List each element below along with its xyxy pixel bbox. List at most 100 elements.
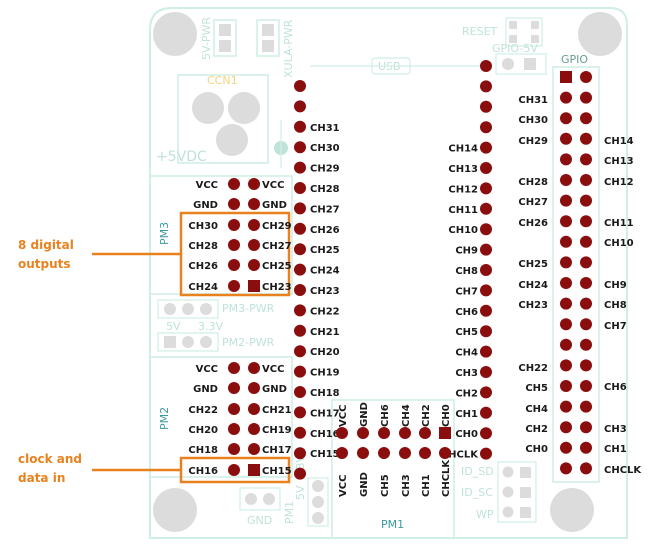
xula-right-pad [480,284,492,297]
id-pad-3 [502,486,514,498]
pm1-bottom-label: GND [359,472,370,497]
gpio-right-label: CH11 [604,218,634,229]
xula-right-pad [480,121,492,134]
xula-left-pad [294,141,306,154]
gnd-pad-1 [245,493,257,505]
digital-outputs-line1: 8 digital [18,238,74,252]
xula-left-pad [294,161,306,174]
pm2-right-label: CH21 [262,405,292,416]
xula-right-label: CH5 [455,327,478,338]
pm2-right-pad [248,403,260,415]
xula-right-label: CH11 [448,205,478,216]
xula-right-label: CH13 [448,164,478,175]
xula-right-pad [480,80,492,93]
xula-left-pad [294,182,306,194]
xula-left-pad [294,324,306,337]
clock-data-line2: data in [18,471,66,485]
xula-left-label: CH23 [310,286,340,297]
gpio-left-pad [560,174,572,186]
pm2-left-pad [228,382,240,394]
pm3-left-pad [228,219,240,231]
gpio-left-label: CH27 [518,197,548,208]
id-pad-5 [502,506,514,518]
gpio-right-label: CH14 [604,136,634,147]
pm3-right-pad [248,280,260,292]
jumper-xula-pad-b [262,40,274,52]
gpio-left-pad [560,421,572,434]
gpio-right-pad [580,380,592,392]
xula-left-pad [294,80,306,92]
gpio-left-pad [560,71,572,83]
plus5vdc-label: +5VDC [156,149,207,165]
gpio-left-label: CH5 [525,383,548,394]
xula-left-label: CH24 [310,266,340,277]
pm2-right-pad [248,443,260,455]
gpio-5v-pad-1 [502,58,514,70]
top-left-pwr-label: 5V-PWR [200,17,213,60]
pm2-label: PM2 [158,407,171,430]
xula-left-pad [294,263,306,276]
xula-right-pad [480,345,492,358]
pm2-left-label: CH18 [188,445,218,456]
xula-left-pad [294,467,306,480]
pm3-right-pad [248,239,260,251]
ccn1-pad-1 [192,92,224,124]
xula-right-pad [480,60,492,72]
pm1-pwr-pad-1 [312,480,324,492]
xula-right-label: CH8 [455,266,478,277]
mounting-hole-top-right [578,12,622,56]
gpio-right-pad [580,112,592,125]
id-pad-6 [520,507,531,518]
reset-pad-4 [531,35,539,43]
clock-data-annotation: clock and data in [18,450,82,488]
pm3-right-pad [248,178,260,190]
pm1-top-label: GND [359,402,370,427]
xula-right-label: CH1 [455,409,478,420]
ccn1-outline [177,74,269,164]
xula-right-label: CH6 [455,307,478,318]
pm1-pwr-pad-2 [312,496,324,508]
gpio-right-pad [580,400,592,413]
mounting-hole-bottom-left [153,488,197,532]
pm1-top-label: CH0 [441,404,452,427]
xula-right-label: CH4 [455,348,478,359]
pm2-right-label: CH19 [262,425,292,436]
reset-pad-1 [509,21,517,29]
pm1-top-label: CH2 [421,404,432,427]
xula-left-label: CH20 [310,347,340,358]
gpio-left-label: CH0 [525,444,548,455]
gpio-right-pad [580,256,592,269]
pm2-left-label: CH22 [188,405,218,416]
gpio-right-pad [580,318,592,331]
gpio-right-label: CH7 [604,321,627,332]
pm1-label: PM1 [381,518,404,531]
pm3-right-label: CH27 [262,241,292,252]
gpio-left-label: CH31 [518,95,548,106]
gpio-left-pad [560,277,572,289]
gnd-pad-2 [263,493,275,505]
gpio-header-outline [552,66,600,483]
pm3-right-label: CH23 [262,282,292,293]
gpio-left-pad [560,380,572,392]
id-jumper-outline [497,461,537,523]
gpio-left-pad [560,215,572,228]
pm2-right-label: CH17 [262,445,292,456]
pm2-left-label: VCC [196,364,218,375]
jumper-5v-pad-a [219,24,231,36]
xula-left-pad [294,120,306,133]
reset-pad-3 [509,35,517,43]
pm2-right-pad [248,464,260,476]
gpio-right-label: CH8 [604,300,627,311]
xula-left-pad [294,345,306,358]
gpio-left-pad [560,112,572,125]
gnd-pads-outline [239,487,281,511]
gpio-left-label: CH22 [518,363,548,374]
xula-right-label: CH12 [448,184,478,195]
xula-right-label: CH7 [455,286,478,297]
xula-left-label: CH28 [310,184,340,195]
gpio-left-label: CH30 [518,115,548,126]
id-sc-label: ID_SC [461,486,493,499]
gpio-right-pad [580,277,592,289]
pm2-right-label: CH15 [262,466,292,477]
pm1-bottom-pad [336,447,348,459]
